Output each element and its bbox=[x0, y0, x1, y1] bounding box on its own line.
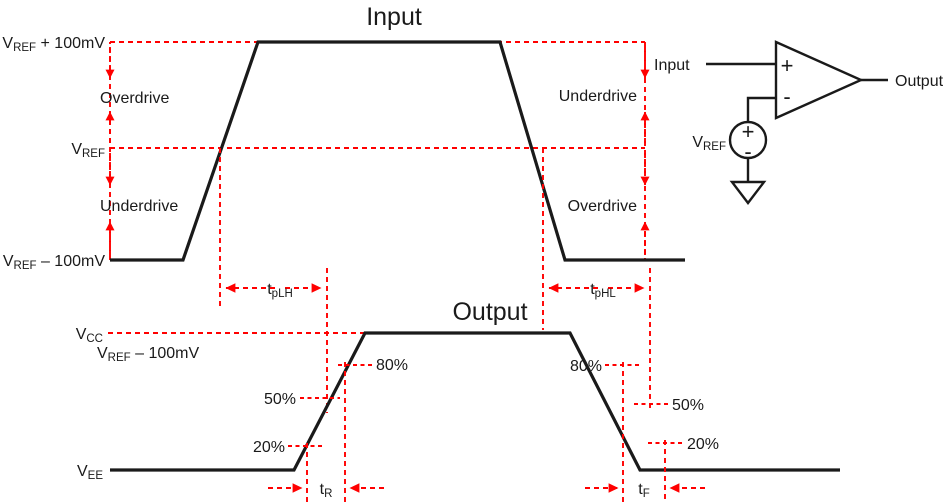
overdrive-left-label: Overdrive bbox=[100, 90, 169, 107]
opamp-minus-terminal: - bbox=[783, 84, 790, 109]
fall-20-label: 20% bbox=[687, 436, 719, 453]
circuit-vref-label: VREF bbox=[692, 134, 726, 153]
tf-label: tF bbox=[638, 481, 649, 500]
vcc-label: VCC bbox=[76, 326, 103, 345]
tr-label: tR bbox=[320, 481, 333, 500]
underdrive-left-label: Underdrive bbox=[100, 198, 178, 215]
vee-label: VEE bbox=[77, 463, 103, 482]
fall-50-label: 50% bbox=[672, 397, 704, 414]
rise-80-label: 80% bbox=[376, 357, 408, 374]
input-waveform-trace bbox=[110, 40, 685, 262]
input-plot-title: Input bbox=[366, 3, 422, 31]
vref-minus-100mv-label: VREF – 100mV bbox=[3, 253, 105, 272]
fall-80-label: 80% bbox=[570, 358, 602, 375]
circuit-output-label: Output bbox=[895, 73, 944, 90]
output-plot-title: Output bbox=[452, 298, 527, 326]
tplh-label: tpLH bbox=[267, 281, 293, 300]
output-waveform-trace bbox=[110, 331, 840, 472]
vcc-note-label: VREF – 100mV bbox=[97, 345, 199, 364]
underdrive-right-label: Underdrive bbox=[559, 88, 637, 105]
circuit-input-label: Input bbox=[654, 57, 690, 74]
vref-plus-100mv-label: VREF + 100mV bbox=[2, 35, 105, 54]
rise-20-label: 20% bbox=[253, 439, 285, 456]
opamp-plus-terminal: + bbox=[781, 53, 794, 78]
opamp-triangle bbox=[774, 40, 864, 120]
vref-label: VREF bbox=[71, 141, 105, 160]
circuit-minus-wire bbox=[746, 96, 776, 122]
source-plus-sign: + bbox=[742, 119, 755, 144]
ground-symbol bbox=[729, 180, 767, 205]
tphl-label: tpHL bbox=[590, 281, 616, 300]
overdrive-right-label: Overdrive bbox=[568, 198, 637, 215]
rise-50-label: 50% bbox=[264, 391, 296, 408]
source-minus-sign: - bbox=[744, 139, 751, 164]
